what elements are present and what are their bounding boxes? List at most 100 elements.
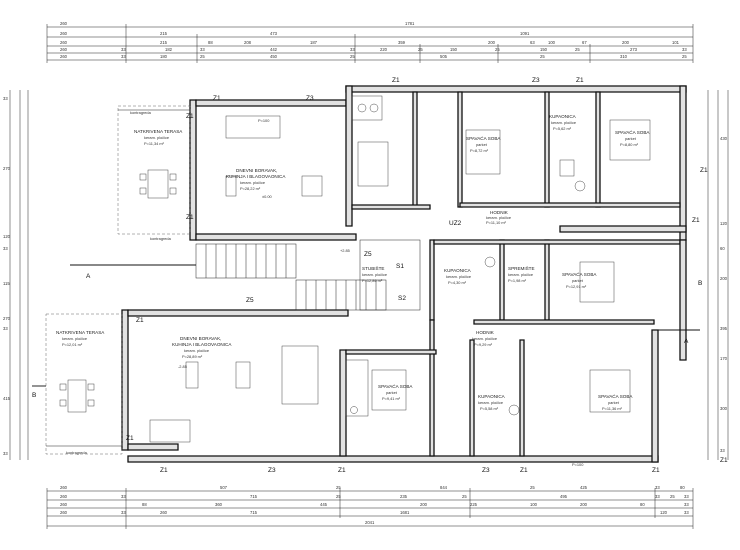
dim-bot-3-g: 100: [530, 502, 538, 507]
bath1-floor: keram. pločice: [551, 120, 576, 125]
bed1-name: SPAVAĆA SOBA: [466, 135, 501, 141]
bottom-dimension-lines: 260 507 25 844 25 425 33 80 260 33 715 2…: [46, 485, 694, 529]
bed2-name: SPAVAĆA SOBA: [615, 129, 650, 135]
dim-left-3: 120: [3, 234, 11, 239]
dim-top-3-b: 215: [160, 40, 168, 45]
living-lower-floor: keram. pločice: [184, 348, 209, 353]
dim-top-3-h: 63: [530, 40, 535, 45]
dim-bot-3-h: 200: [580, 502, 588, 507]
storage-area: P=1,98 m²: [508, 278, 527, 283]
dim-top-4-f: 33: [350, 47, 355, 52]
stair-name: STUBIŠTE: [362, 265, 384, 271]
bed4-floor: parket: [386, 390, 398, 395]
storage-name: SPREMIŠTE: [508, 265, 535, 271]
dim-top-4-i: 150: [450, 47, 458, 52]
wall-tag-z3-c: Z3: [268, 467, 276, 474]
terraces: [45, 105, 191, 455]
dim-top-5-b: 33: [121, 54, 126, 59]
bed2-area: P=8,80 m²: [620, 142, 639, 147]
dim-top-4-h: 25: [418, 47, 423, 52]
wall-tag-z3-b: Z3: [306, 95, 314, 102]
terrace-upper-name: NATKRIVENA TERASA: [134, 129, 183, 134]
hall2-area: P=9,29 m²: [474, 342, 493, 347]
dim-bot-2-a: 260: [60, 494, 68, 499]
bath2-name: KUPAONICA: [444, 268, 472, 273]
dim-top-4-a: 260: [60, 47, 68, 52]
bed5-area: P=11,36 m²: [602, 406, 623, 411]
dim-bot-1-g: 33: [655, 485, 660, 490]
room-labels: NATKRIVENA TERASA keram. pločice P=11,34…: [56, 114, 650, 411]
dim-left-8: 415: [3, 396, 11, 401]
dim-top-4-d: 33: [200, 47, 205, 52]
bed5-name: SPAVAĆA SOBA: [598, 393, 633, 399]
hall2-name: HODNIK: [476, 330, 495, 335]
level-lower: -2.85: [178, 364, 187, 369]
furniture: [59, 95, 651, 443]
level-mid: +2.85: [340, 248, 350, 253]
kontragreda-3: kontragreda: [66, 450, 88, 455]
hall2-floor: keram. pločice: [472, 336, 497, 341]
wall-tag-z5-a: Z5: [364, 251, 372, 258]
dim-left-9: 33: [3, 451, 8, 456]
dim-bot-1-e: 25: [530, 485, 535, 490]
bath2-floor: keram. pločice: [446, 274, 471, 279]
dim-bot-3-a: 260: [60, 502, 68, 507]
wall-tag-z1-e: Z1: [186, 214, 194, 221]
left-dimension-lines: 33 270 120 33 115 270 33 415 33: [3, 90, 29, 460]
wall-tag-z3-d: Z3: [482, 467, 490, 474]
mark-uz2: UZ2: [449, 220, 462, 227]
dim-right-1: 430: [720, 136, 728, 141]
bed3-floor: parket: [572, 278, 584, 283]
dim-bot-2-c: 715: [250, 494, 258, 499]
dim-bot-3-c: 360: [215, 502, 223, 507]
bed3-area: P=12,91 m²: [566, 284, 587, 289]
dim-right-3: 60: [720, 246, 725, 251]
dim-bot-2-g: 495: [560, 494, 568, 499]
dim-bot-2-i: 25: [670, 494, 675, 499]
living-lower-area: P=28,89 m²: [182, 354, 203, 359]
bed2-floor: parket: [625, 136, 637, 141]
bed3-name: SPAVAĆA SOBA: [562, 271, 597, 277]
dim-bot-3-b: 88: [142, 502, 147, 507]
dim-bot-1-f: 425: [580, 485, 588, 490]
bath3-area: P=5,58 m²: [480, 406, 499, 411]
dim-top-3-l: 101: [672, 40, 680, 45]
dim-top-3-a: 260: [60, 40, 68, 45]
dim-bot-1-a: 260: [60, 485, 68, 490]
kontragreda-2: kontragreda: [150, 236, 172, 241]
wall-tag-z1-d: Z1: [186, 113, 194, 120]
dim-left-4: 33: [3, 246, 8, 251]
dim-right-8: 33: [720, 448, 725, 453]
section-marks: A A B B S1 S2 UZ2: [32, 220, 702, 399]
dim-bot-4-e: 1681: [400, 510, 410, 515]
dim-bot-total: 2041: [365, 520, 375, 525]
wall-tag-z1-k: Z1: [338, 467, 346, 474]
dim-left-7: 33: [3, 326, 8, 331]
wall-tag-z3-a: Z3: [532, 77, 540, 84]
dim-top-2-c: 473: [270, 31, 278, 36]
dim-top-5-j: 25: [682, 54, 687, 59]
dim-top-4-j: 25: [495, 47, 500, 52]
building-walls: [121, 85, 687, 463]
dim-bot-2-j: 33: [684, 494, 689, 499]
kontragreda-1: kontragreda: [130, 110, 152, 115]
section-b-left: B: [32, 392, 36, 399]
dim-right-2: 120: [720, 221, 728, 226]
wall-tag-z1-c: Z1: [213, 95, 221, 102]
dim-top-5-i: 310: [620, 54, 628, 59]
dim-left-6: 270: [3, 316, 11, 321]
dim-top-3-g: 200: [488, 40, 496, 45]
stairs: [195, 239, 421, 311]
wall-tag-z1-a: Z1: [392, 77, 400, 84]
annotations: kontragreda kontragreda kontragreda ±0.0…: [66, 110, 584, 467]
dim-top-3-f: 359: [398, 40, 406, 45]
level-upper: ±0.00: [262, 194, 273, 199]
dim-bot-3-d: 445: [320, 502, 328, 507]
dim-left-2: 270: [3, 166, 11, 171]
wall-tag-z1-n: Z1: [720, 457, 728, 464]
bath2-area: P=4,30 m²: [448, 280, 467, 285]
living-lower-name: DNEVNI BORAVAK,: [180, 336, 221, 341]
wall-tag-z1-l: Z1: [520, 467, 528, 474]
terrace-upper-floor: keram. pločice: [144, 135, 169, 140]
